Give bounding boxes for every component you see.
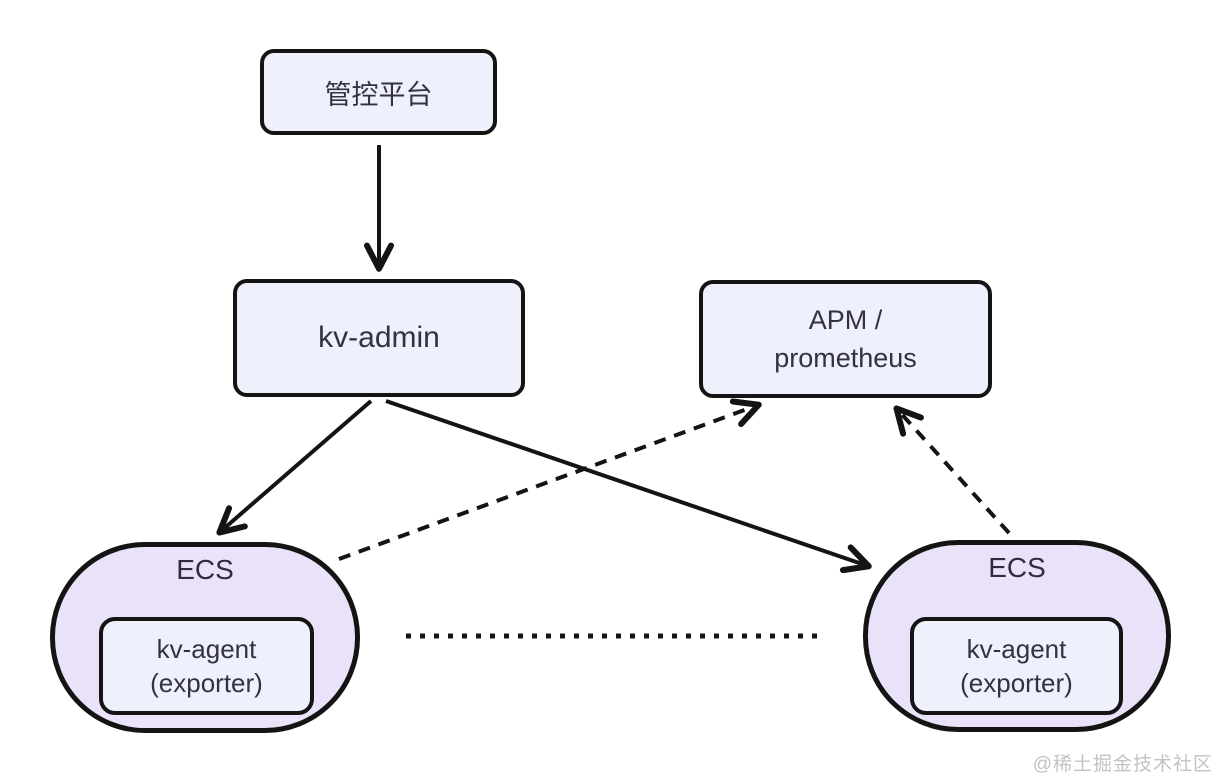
node-kv-agent-left-line1: kv-agent [156, 634, 257, 664]
edge-kvadmin-to-ecs-right [385, 399, 872, 574]
group-ecs-right: ECS kv-agent (exporter) [863, 540, 1171, 732]
node-mgmt-platform: 管控平台 [260, 49, 497, 135]
node-kv-agent-right-line1: kv-agent [966, 634, 1067, 664]
group-ecs-left: ECS kv-agent (exporter) [50, 542, 360, 733]
group-ecs-right-label: ECS [988, 552, 1046, 583]
edge-ecs-right-to-apm-dashed [893, 405, 1011, 535]
node-kv-agent-right-line2: (exporter) [960, 668, 1073, 698]
group-ecs-left-label: ECS [176, 554, 234, 585]
watermark: @稀土掘金技术社区 [1032, 754, 1213, 775]
edge-kvadmin-to-ecs-left [216, 399, 373, 536]
node-mgmt-platform-label: 管控平台 [324, 79, 433, 110]
node-apm-label-line1: APM / [808, 305, 883, 335]
node-kv-agent-left-line2: (exporter) [150, 668, 263, 698]
node-kv-admin-label: kv-admin [318, 321, 440, 354]
node-apm-prometheus: APM / prometheus [699, 280, 992, 398]
node-kv-agent-right: kv-agent (exporter) [910, 617, 1123, 715]
node-kv-agent-left: kv-agent (exporter) [99, 617, 314, 715]
node-kv-admin: kv-admin [233, 279, 525, 397]
edge-ecs-left-to-apm-dashed [338, 398, 762, 561]
node-apm-label-line2: prometheus [774, 343, 917, 373]
